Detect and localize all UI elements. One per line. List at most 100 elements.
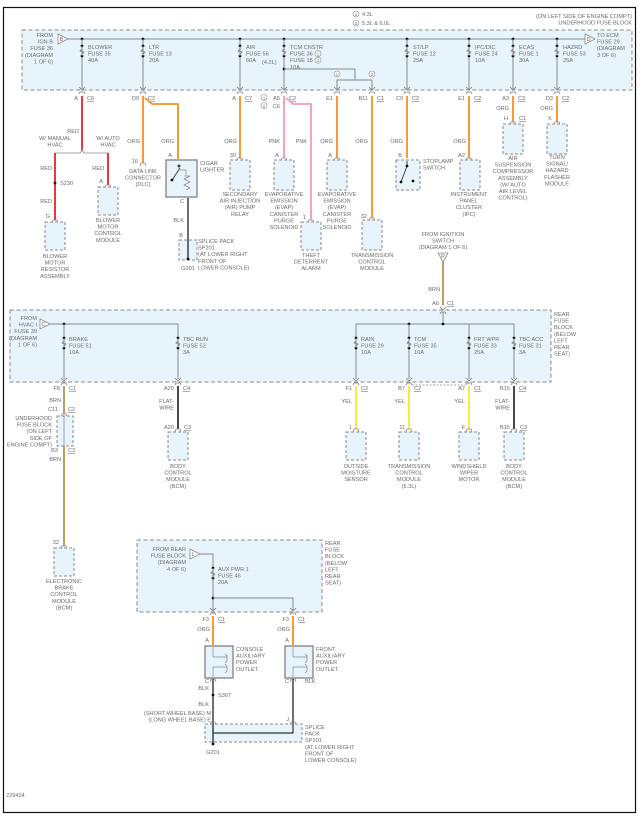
connector-female-icon	[465, 382, 473, 386]
pin-label: C6	[273, 104, 280, 110]
underhood-fuse-block-location: (ON LEFT SIDE OF ENGINE COMPT)UNDERHOOD …	[536, 14, 632, 27]
pin-label: B11	[358, 96, 368, 102]
splice-label: S230	[60, 181, 73, 187]
connector-male-icon	[209, 607, 217, 612]
connector-label: C1	[447, 301, 454, 307]
wire-color-label: FLAT-WIRE	[159, 399, 174, 412]
fuse-icon	[175, 338, 181, 348]
connector-label: C1	[298, 617, 305, 623]
transmission-control-module	[361, 219, 383, 251]
connector-female-icon	[509, 91, 517, 95]
connector-label: C1	[519, 116, 526, 122]
connector-label: C2	[289, 96, 296, 102]
wire-color-label: PNK	[295, 139, 307, 145]
pin-label: 30	[230, 153, 236, 159]
pin-label: F8	[53, 386, 60, 392]
pin-label: F	[462, 425, 466, 431]
wire-color-label: YEL	[454, 399, 465, 405]
splice-dot	[170, 178, 174, 182]
connector-label: C1	[69, 386, 76, 392]
marker-number: 1	[355, 12, 358, 17]
connector-label: C1	[377, 96, 384, 102]
pin-label: B15	[500, 386, 510, 392]
connector-male-icon	[236, 86, 244, 91]
pin-label: A	[74, 96, 78, 102]
connector-label: C2	[414, 386, 421, 392]
marker-number: 2	[371, 72, 374, 77]
pin-label: A	[275, 153, 279, 159]
blower-motor-control-module	[97, 186, 119, 216]
connector-label: C7	[245, 96, 252, 102]
wire-color-label: BLK	[198, 702, 209, 708]
connector-female-icon	[209, 612, 217, 616]
circled-marker	[352, 10, 360, 18]
electronic-brake-control-module	[53, 547, 75, 577]
wire-color-label: BRN	[428, 287, 440, 293]
fuse-icon	[554, 46, 560, 56]
arrow-triangle-icon	[189, 548, 201, 560]
splice-dot	[411, 179, 415, 183]
diagram-frame	[2, 6, 637, 814]
underhood-fuse-block-inline	[56, 415, 74, 447]
pin-label: A	[328, 153, 332, 159]
splice-dot	[53, 181, 57, 185]
connector-female-icon	[333, 91, 341, 95]
wire-color-label: ORG	[277, 627, 290, 633]
connector-male-icon	[333, 86, 341, 91]
connector-female-icon	[510, 382, 518, 386]
wire-color-label: YEL	[394, 399, 405, 405]
theft-wire	[285, 97, 312, 220]
wire-color-label: ORG	[320, 139, 333, 145]
marker-number: 2	[263, 103, 266, 108]
air-suspension-compressor-assembly	[502, 123, 524, 155]
wire-color-label: RED	[40, 166, 52, 172]
pin-label: B15	[500, 425, 510, 431]
pin-label: A	[99, 179, 103, 185]
splice-dot	[405, 164, 409, 168]
pin-label: B	[179, 233, 183, 239]
wire-color-label: FLAT-WIRE	[495, 399, 510, 412]
pin-label: A20	[164, 386, 174, 392]
wire-color-label: BLK	[305, 679, 316, 685]
pin-label: A	[168, 153, 172, 159]
pin-label: A	[205, 638, 209, 644]
connector-label: C2	[474, 96, 481, 102]
connector-female-icon	[289, 612, 297, 616]
circled-marker	[260, 94, 268, 101]
fuse-note: (4.2L)	[262, 60, 277, 66]
pin-label: F3	[282, 617, 289, 623]
heater-coil-icon	[178, 164, 187, 175]
option-brace	[54, 149, 109, 157]
marker-number: 2	[355, 21, 358, 26]
theft-deterrent-alarm	[300, 221, 322, 251]
splice-dot	[399, 180, 403, 184]
instrument-panel-cluster	[459, 159, 481, 191]
connector-male-icon	[439, 306, 447, 311]
pin-label: K	[548, 116, 552, 122]
triangle-letter: P	[441, 254, 445, 260]
pin-label: 16	[132, 159, 138, 165]
wire-color-label: BRN	[49, 457, 61, 463]
